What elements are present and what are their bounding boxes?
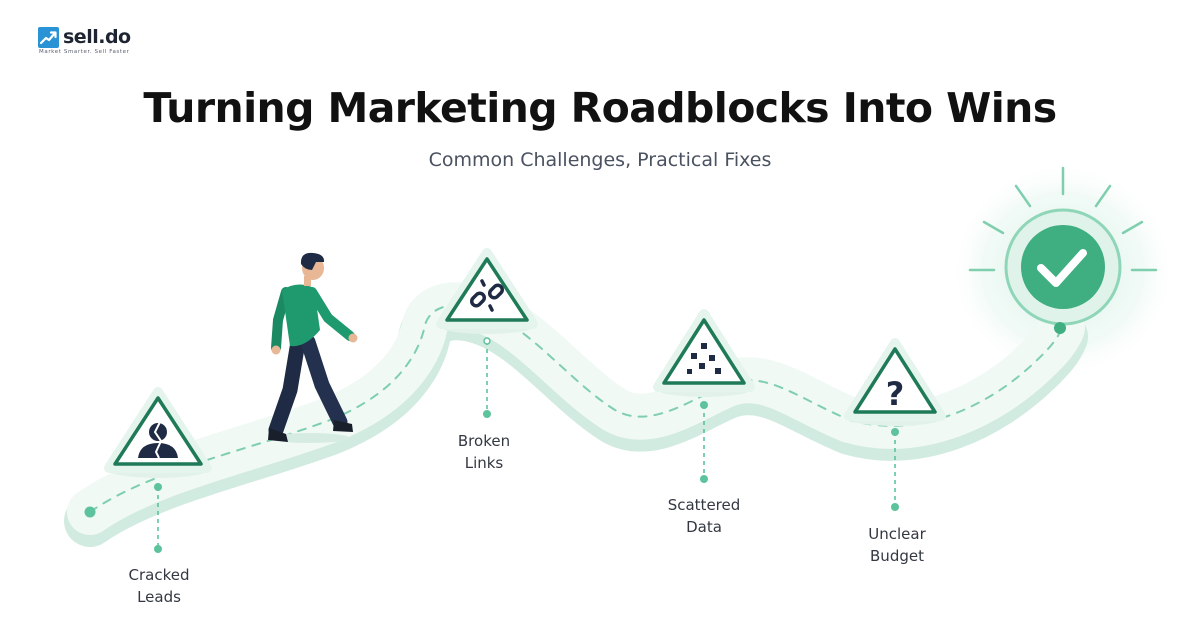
sun-rays-icon — [968, 166, 1158, 272]
start-dot — [84, 506, 96, 518]
connector-lines — [157, 341, 896, 548]
question-mark-icon: ? — [886, 375, 905, 413]
brand-name: sell.do — [63, 26, 131, 48]
milestone-broken-links — [436, 248, 538, 334]
goal-marker — [968, 166, 1158, 334]
broken-link-icon — [469, 279, 505, 312]
connector-dots — [154, 337, 899, 553]
check-mark-icon — [1037, 249, 1087, 287]
milestone-label-unclear-budget: Unclear Budget — [868, 525, 926, 565]
page-subtitle: Common Challenges, Practical Fixes — [428, 149, 772, 171]
milestone-scattered-data — [653, 309, 755, 397]
cracked-person-icon — [138, 421, 178, 459]
page-title: Turning Marketing Roadblocks Into Wins — [143, 84, 1057, 132]
milestone-label-scattered-data: Scattered Data — [667, 496, 741, 536]
milestone-unclear-budget: ? — [844, 338, 946, 426]
milestone-cracked-leads — [104, 387, 212, 478]
brand-logo[interactable]: sell.do Market Smarter. Sell Faster — [38, 26, 131, 55]
growth-arrow-icon — [38, 26, 59, 48]
scattered-squares-icon — [687, 343, 721, 374]
walking-person-icon — [268, 252, 358, 443]
milestone-label-cracked-leads: Cracked Leads — [128, 566, 190, 606]
milestone-label-broken-links: Broken Links — [457, 432, 511, 472]
brand-tagline: Market Smarter. Sell Faster — [39, 49, 130, 55]
